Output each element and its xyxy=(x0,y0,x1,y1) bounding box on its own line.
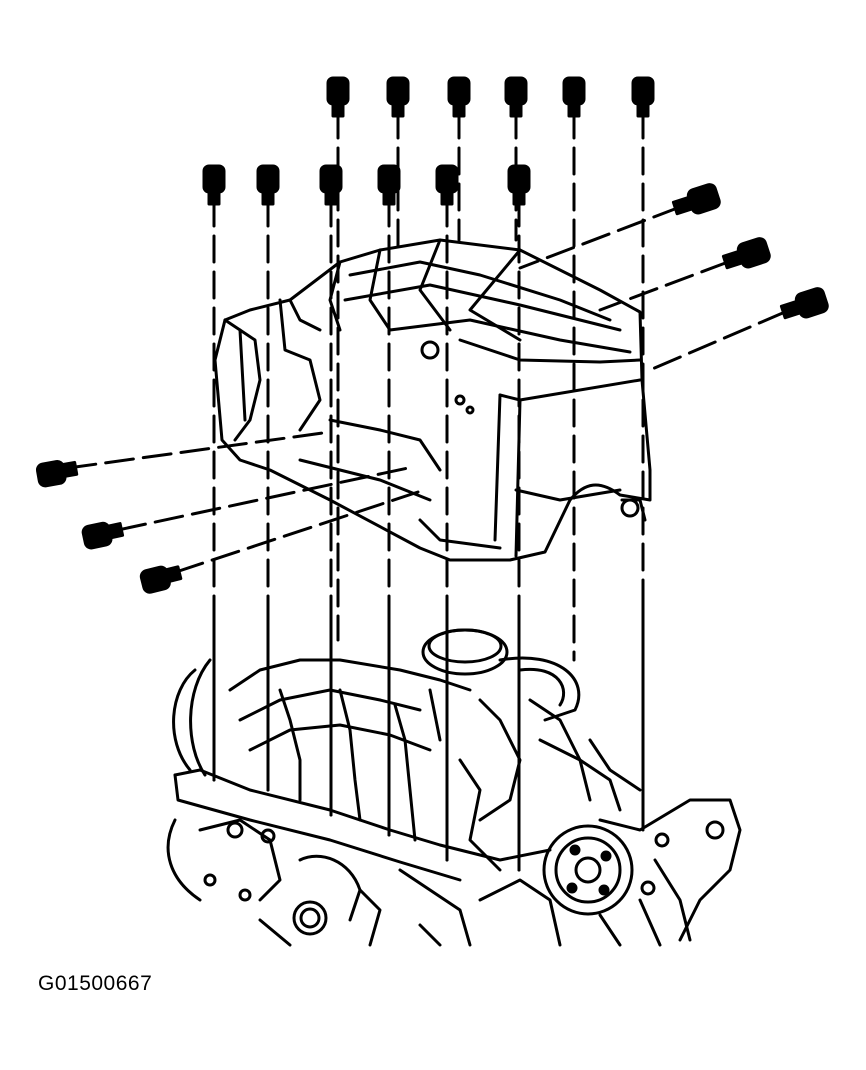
bolt-icon xyxy=(721,237,771,270)
bolt-icon xyxy=(504,76,528,118)
bolt-icon xyxy=(631,76,655,118)
bolt-group-right xyxy=(671,183,829,320)
bolt-icon xyxy=(139,565,183,594)
bolt-icon xyxy=(256,164,280,206)
bolt-icon xyxy=(202,164,226,206)
bolt-icon xyxy=(562,76,586,118)
intake-manifold-cover xyxy=(213,238,652,562)
bolt-row-top xyxy=(326,76,655,118)
engine-block xyxy=(166,628,742,947)
bolt-row-second xyxy=(202,164,531,206)
bolt-group-left xyxy=(35,460,183,594)
bolt-icon xyxy=(377,164,401,206)
vertical-guide-lower xyxy=(212,598,645,872)
bolt-icon xyxy=(326,76,350,118)
bolt-icon xyxy=(447,76,471,118)
bolt-icon xyxy=(671,183,721,216)
bolt-icon xyxy=(319,164,343,206)
bolt-icon xyxy=(35,460,79,488)
bolt-icon xyxy=(779,287,829,320)
figure-id-label: G01500667 xyxy=(38,972,153,995)
bolt-icon xyxy=(435,164,459,206)
bolt-icon xyxy=(386,76,410,118)
bolt-icon xyxy=(81,521,125,550)
side-bolt-guides xyxy=(66,205,787,574)
bolt-icon xyxy=(507,164,531,206)
